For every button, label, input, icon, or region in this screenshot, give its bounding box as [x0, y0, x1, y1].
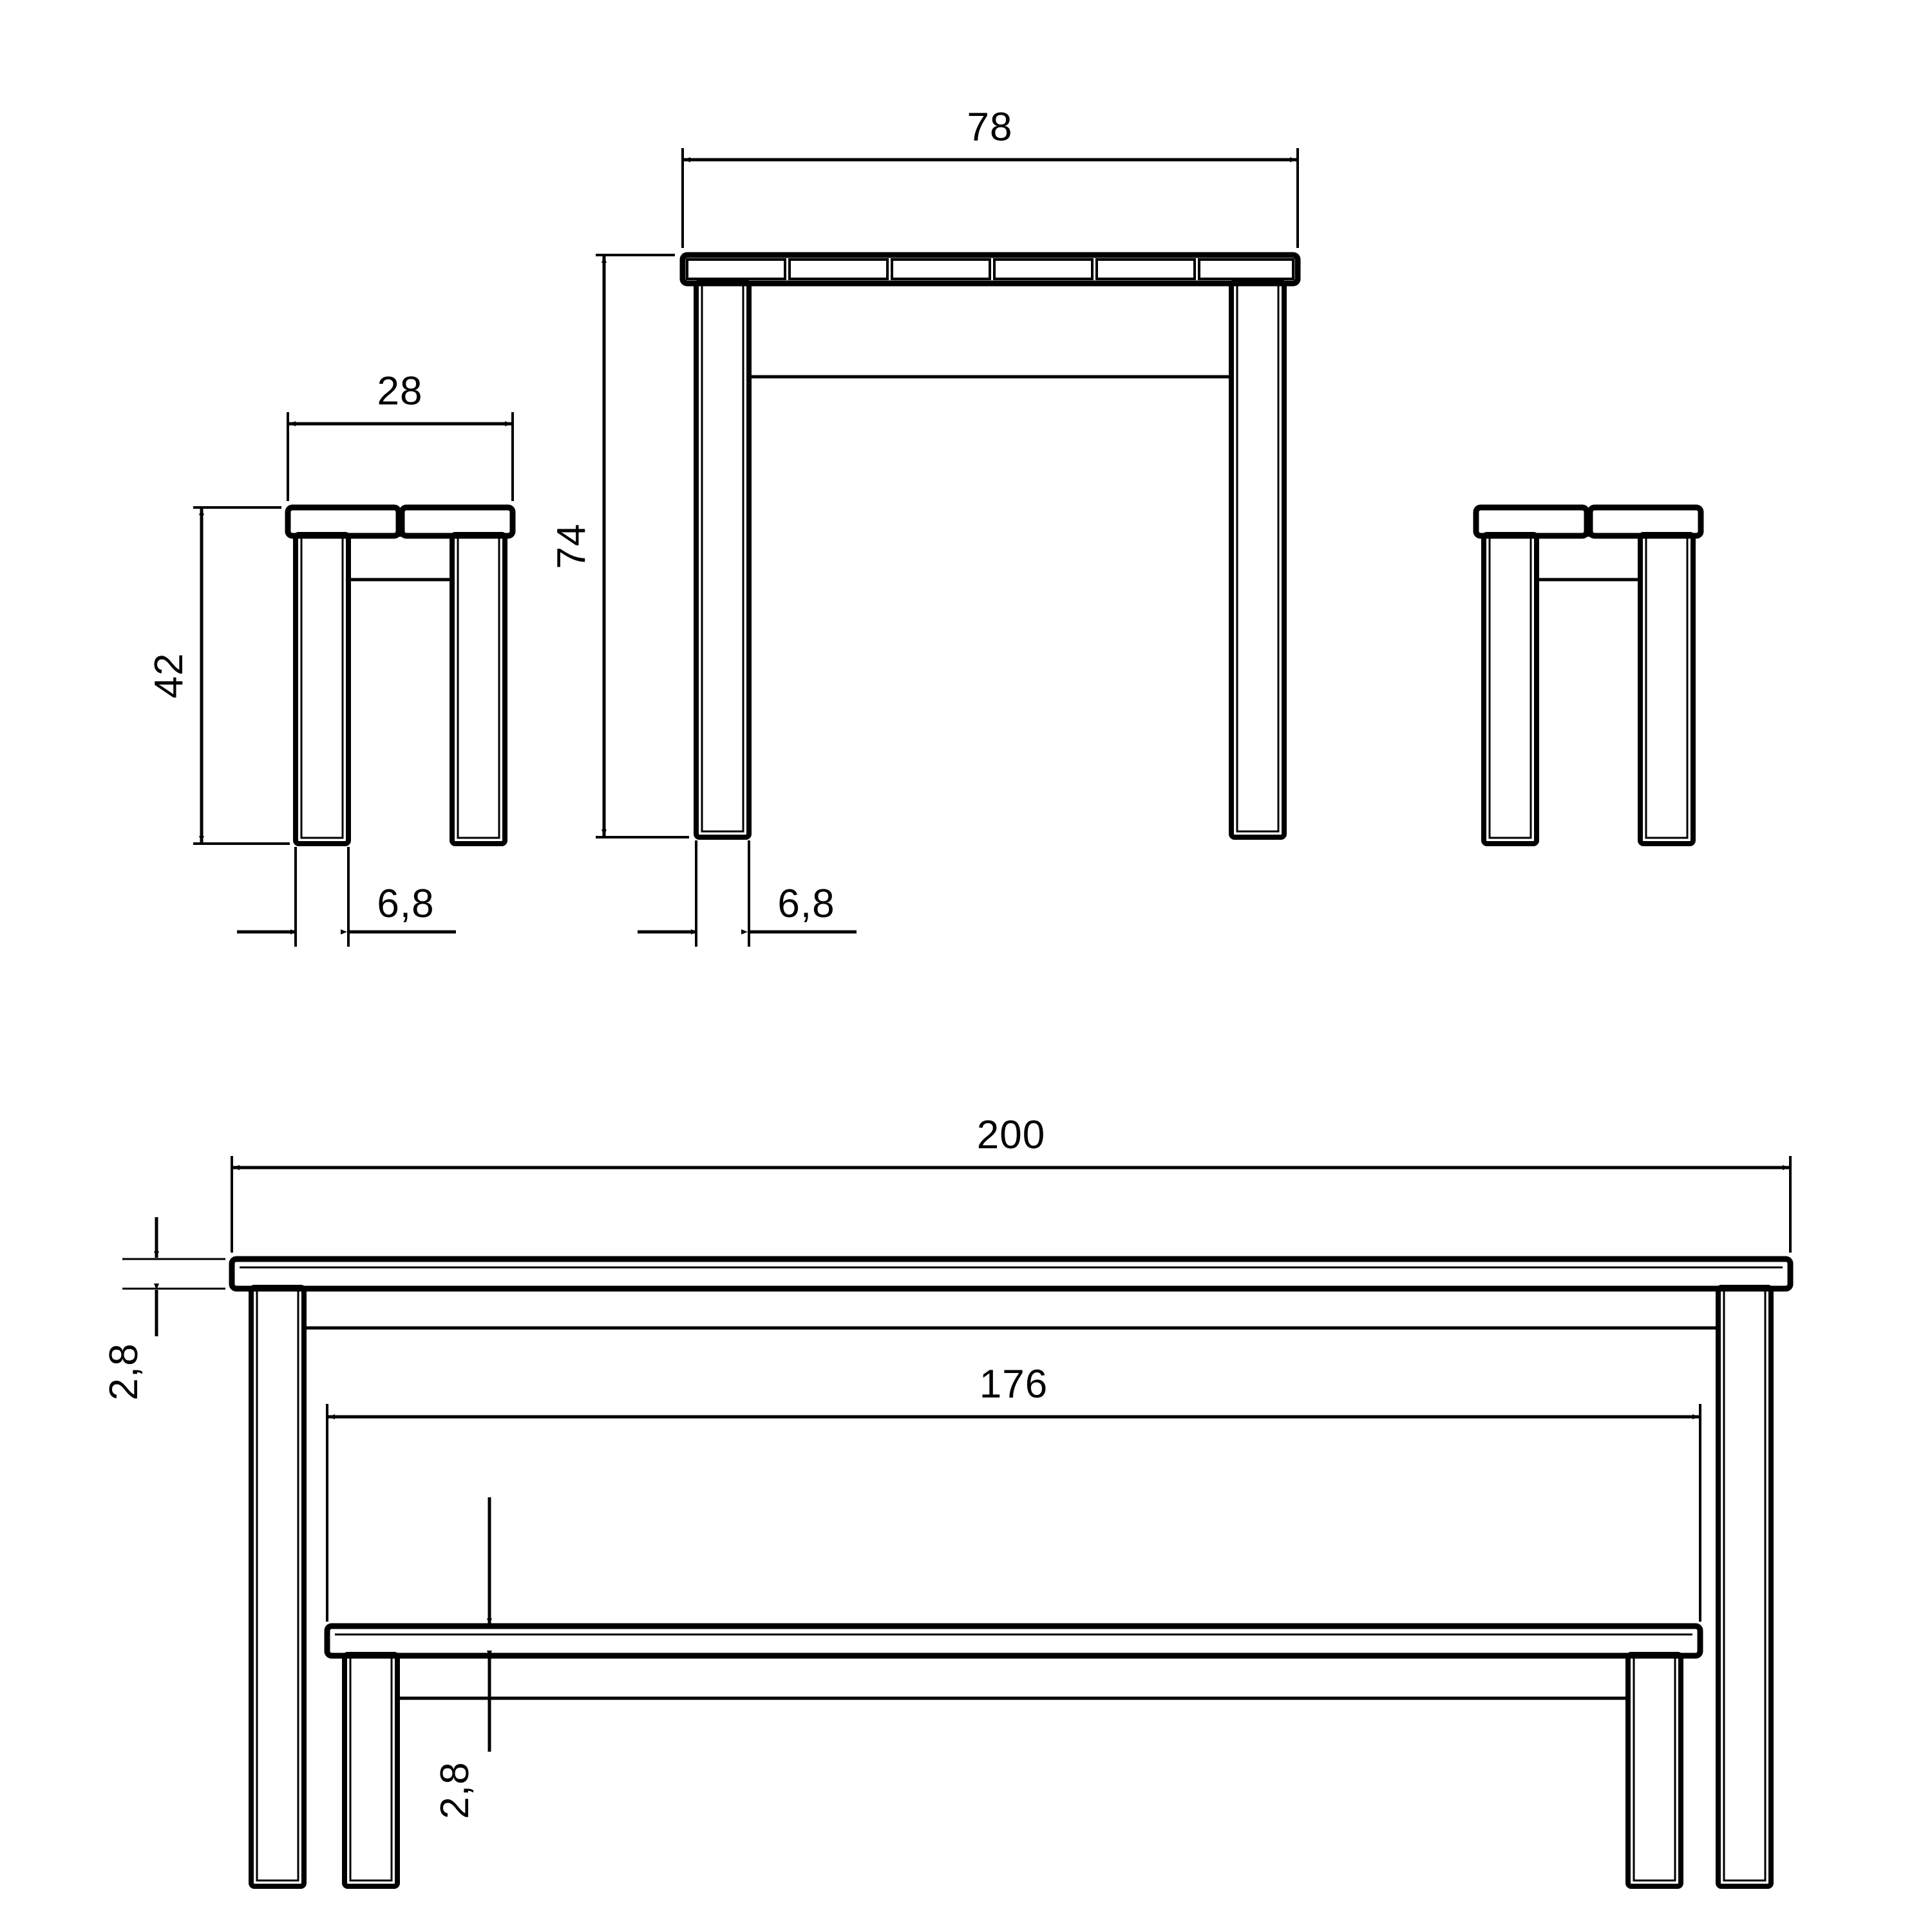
dimension-label-176: 176	[980, 1362, 1048, 1406]
dimension-label-68-table: 6,8	[777, 882, 835, 926]
table-slat-3	[891, 258, 991, 280]
table-top-slats	[686, 258, 1294, 280]
dimension-label-74: 74	[549, 524, 594, 569]
front-elevation-group: 200 2,8 176 2,8	[102, 1113, 1794, 1889]
bench-left-leg-left-inner	[300, 533, 344, 839]
dimension-bench-height: 42	[147, 506, 290, 845]
table-slat-1	[686, 258, 786, 280]
bench-front-leg-left-inner	[349, 1653, 393, 1882]
table-front-leg-left-inner	[256, 1286, 299, 1882]
dimension-bench-leg-size: 6,8	[237, 847, 456, 947]
bench-left-end-elevation	[285, 504, 516, 846]
table-slat-4	[993, 258, 1094, 280]
table-legs	[694, 279, 1287, 840]
dimension-table-leg-size: 6,8	[638, 840, 857, 947]
dimension-label-42: 42	[147, 653, 191, 699]
dimension-label-200: 200	[977, 1113, 1045, 1157]
table-slat-5	[1095, 258, 1196, 280]
bench-right-leg-left-inner	[1488, 533, 1532, 839]
dimension-bench-top-thickness: 2,8	[399, 1497, 580, 1819]
bench-front-apron-rail	[397, 1654, 1628, 1700]
bench-right-end-elevation	[1473, 504, 1704, 846]
dimension-bench-top-width: 28	[287, 369, 514, 501]
dimension-table-top-width: 78	[681, 105, 1299, 248]
bench-front-elevation	[324, 1623, 1703, 1889]
table-leg-left-inner	[701, 281, 744, 833]
dimension-label-68-bench: 6,8	[377, 882, 434, 926]
dimension-table-top-thickness: 2,8	[102, 1217, 225, 1401]
dimension-label-78: 78	[967, 105, 1013, 149]
dimension-label-28-bench-thickness: 2,8	[433, 1761, 477, 1819]
dimension-table-height: 74	[549, 254, 689, 838]
table-front-elevation	[229, 1256, 1794, 1889]
table-slat-2	[788, 258, 889, 280]
table-apron-rail	[749, 282, 1231, 379]
dimension-label-28-table-thickness: 2,8	[102, 1343, 146, 1400]
bench-front-leg-right-inner	[1633, 1653, 1676, 1882]
table-front-leg-right-inner	[1723, 1286, 1766, 1882]
table-end-elevation	[679, 252, 1301, 840]
dimension-label-28: 28	[377, 369, 423, 413]
dimension-table-length: 200	[231, 1113, 1792, 1253]
bench-right-leg-right-inner	[1645, 533, 1689, 839]
table-leg-right-inner	[1236, 281, 1280, 833]
bench-left-leg-right-inner	[457, 533, 500, 839]
bench-left-apron-rail	[348, 535, 452, 582]
table-front-apron-rail	[304, 1287, 1718, 1330]
bench-right-apron-rail	[1537, 535, 1640, 582]
dimension-bench-length: 176	[326, 1362, 1701, 1622]
end-elevation-group: 78 74 6,8	[147, 105, 1704, 947]
table-slat-6	[1198, 258, 1294, 280]
